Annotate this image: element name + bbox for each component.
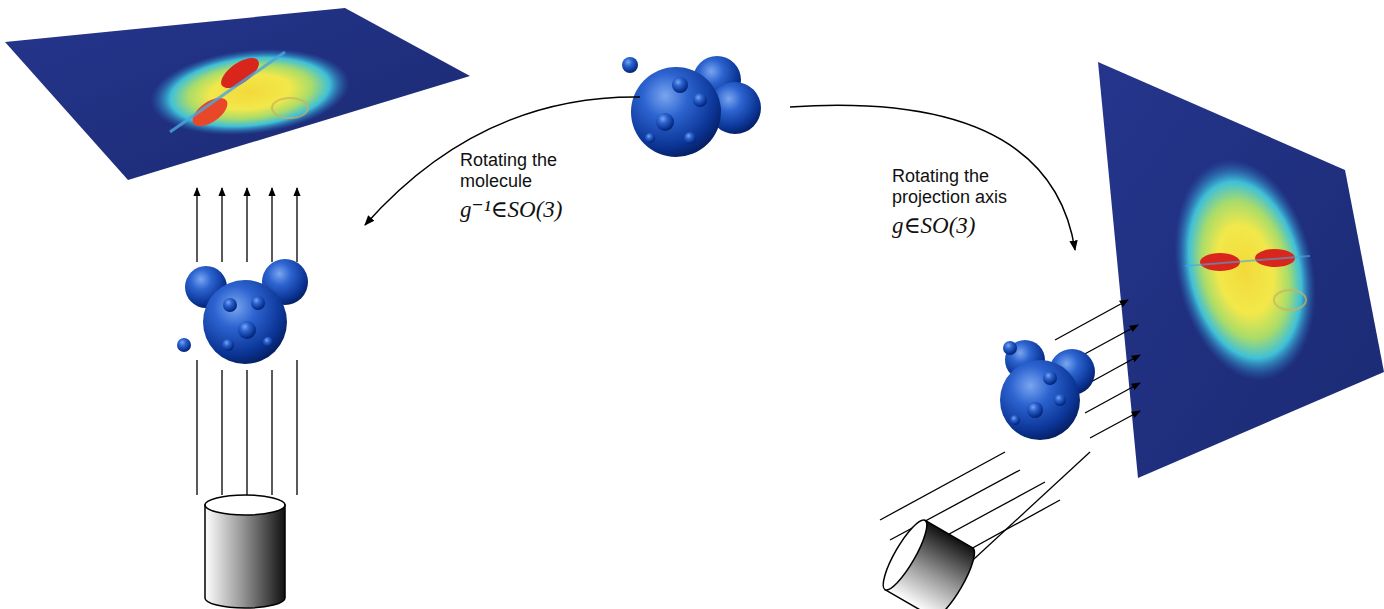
- molecule: [622, 56, 761, 157]
- rotation-arrow: [365, 97, 1075, 250]
- molecule: [1000, 340, 1095, 440]
- projection-image: [1098, 62, 1384, 478]
- detector: [876, 515, 981, 609]
- math-label: g∈SO(3): [892, 212, 975, 239]
- detector: [205, 495, 285, 608]
- projection-image: [5, 8, 470, 180]
- math-label: g⁻¹∈SO(3): [460, 196, 563, 223]
- caption-label: Rotating the molecule: [460, 150, 575, 192]
- beam-lines: [197, 188, 297, 495]
- molecule: [177, 259, 308, 364]
- caption-label: Rotating the projection axis: [892, 166, 1027, 208]
